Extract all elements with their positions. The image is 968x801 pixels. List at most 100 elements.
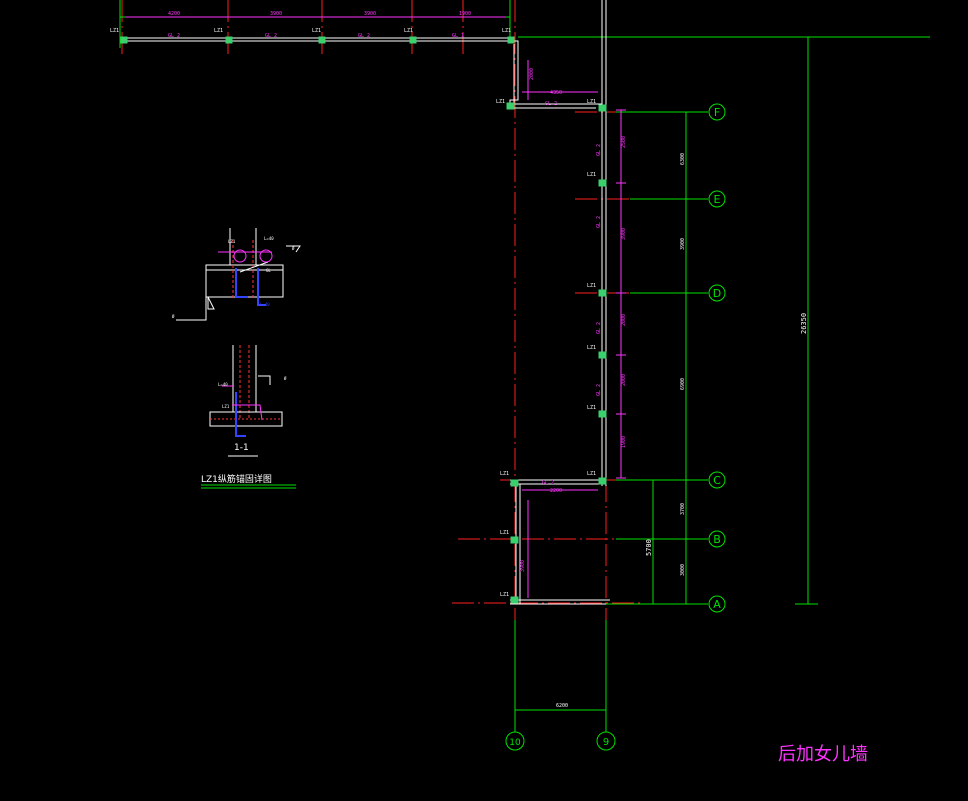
axis-bubble-d bbox=[708, 284, 726, 302]
svg-text:GL: GL bbox=[266, 268, 271, 273]
column-lz1 bbox=[598, 179, 607, 187]
column-lz1 bbox=[506, 102, 515, 110]
svg-text:3900: 3900 bbox=[621, 228, 627, 240]
wall-outlines bbox=[122, 0, 610, 605]
column-lz1 bbox=[598, 289, 607, 297]
section-mark: 1-1 bbox=[234, 443, 249, 453]
svg-text:10: 10 bbox=[509, 738, 521, 748]
svg-text:LZ1: LZ1 bbox=[214, 28, 223, 34]
axis-lines bbox=[121, 0, 640, 700]
svg-text:L=40: L=40 bbox=[218, 382, 228, 387]
svg-text:GL 2: GL 2 bbox=[265, 33, 277, 39]
detail-title: LZ1纵筋锚固详图 bbox=[201, 473, 272, 485]
svg-text:2000: 2000 bbox=[529, 68, 535, 80]
svg-text:1900: 1900 bbox=[621, 436, 627, 448]
svg-text:LZ1: LZ1 bbox=[312, 28, 321, 34]
axis-bubble-f bbox=[708, 103, 726, 121]
column-lz1 bbox=[409, 36, 417, 44]
svg-text:GL 2: GL 2 bbox=[596, 216, 602, 228]
svg-text:4200: 4200 bbox=[168, 11, 180, 17]
grid-dim-texts: 6300 3900 6900 3700 3000 6200 bbox=[556, 153, 686, 709]
svg-text:LZ1: LZ1 bbox=[587, 471, 596, 477]
svg-text:GL 1: GL 1 bbox=[452, 33, 464, 39]
svg-text:LZ1: LZ1 bbox=[587, 405, 596, 411]
svg-text:Ø: Ø bbox=[284, 376, 287, 381]
svg-text:GL 2: GL 2 bbox=[596, 384, 602, 396]
svg-text:L=40: L=40 bbox=[264, 236, 274, 241]
column-lz1 bbox=[510, 479, 519, 487]
column-lz1 bbox=[598, 351, 607, 359]
svg-text:3900: 3900 bbox=[520, 560, 526, 572]
column-lz1 bbox=[225, 36, 233, 44]
svg-text:GL 2: GL 2 bbox=[596, 144, 602, 156]
svg-text:6200: 6200 bbox=[556, 703, 568, 709]
svg-text:2500: 2500 bbox=[621, 136, 627, 148]
svg-text:2000: 2000 bbox=[621, 374, 627, 386]
svg-text:3700: 3700 bbox=[680, 503, 686, 515]
svg-text:9: 9 bbox=[603, 737, 609, 748]
axis-bubble-labels: F E D C B A 10 9 bbox=[509, 106, 721, 748]
svg-text:GL 2: GL 2 bbox=[545, 101, 557, 107]
svg-text:C: C bbox=[713, 474, 721, 487]
axis-bubble-10 bbox=[505, 731, 525, 751]
svg-text:4350: 4350 bbox=[550, 90, 562, 96]
detail-section bbox=[209, 345, 283, 457]
column-lz1 bbox=[507, 36, 515, 44]
svg-text:1900: 1900 bbox=[459, 11, 471, 17]
svg-text:6300: 6300 bbox=[680, 153, 686, 165]
svg-text:LZ1: LZ1 bbox=[587, 283, 596, 289]
svg-text:Ø: Ø bbox=[292, 246, 295, 251]
detail-elevation-texts: LZ1 L=40 GL Ø Ø L=40 bbox=[172, 236, 295, 319]
column-tags: LZ1 LZ1 LZ1 LZ1 LZ1 LZ1 LZ1 LZ1 LZ1 LZ1 … bbox=[110, 28, 596, 598]
svg-text:GL 2: GL 2 bbox=[542, 480, 554, 486]
column-lz1 bbox=[120, 36, 128, 44]
svg-text:2000: 2000 bbox=[621, 314, 627, 326]
column-lz1 bbox=[318, 36, 326, 44]
dimension-marks bbox=[125, 16, 626, 598]
svg-text:LZ1: LZ1 bbox=[587, 99, 596, 105]
svg-text:LZ1: LZ1 bbox=[500, 592, 509, 598]
dimension-texts: 4200 3900 3900 1900 GL 2 GL 2 GL 2 GL 1 … bbox=[168, 11, 627, 572]
svg-text:LZ1: LZ1 bbox=[500, 471, 509, 477]
column-lz1 bbox=[598, 410, 607, 418]
svg-text:6900: 6900 bbox=[680, 378, 686, 390]
grid-lines bbox=[119, 0, 930, 732]
svg-text:3900: 3900 bbox=[270, 11, 282, 17]
detail-section-texts: L=40 Ø LZ1 bbox=[218, 376, 287, 409]
axis-bubble-b bbox=[708, 530, 726, 548]
total-height-dimension: 26350 bbox=[800, 313, 808, 334]
svg-text:L=40: L=40 bbox=[260, 302, 270, 307]
svg-text:LZ1: LZ1 bbox=[500, 530, 509, 536]
drawing-title: 后加女儿墙 bbox=[778, 744, 868, 765]
svg-text:D: D bbox=[713, 287, 721, 300]
svg-text:LZ1: LZ1 bbox=[502, 28, 511, 34]
svg-text:F: F bbox=[714, 106, 720, 119]
axis-bubbles bbox=[505, 103, 726, 751]
svg-text:3900: 3900 bbox=[364, 11, 376, 17]
svg-text:B: B bbox=[713, 533, 721, 546]
axis-bubble-c bbox=[708, 471, 726, 489]
column-markers bbox=[120, 36, 607, 604]
column-lz1 bbox=[510, 536, 519, 544]
svg-text:LZ1: LZ1 bbox=[110, 28, 119, 34]
svg-text:Ø: Ø bbox=[172, 314, 175, 319]
svg-text:LZ1: LZ1 bbox=[587, 345, 596, 351]
svg-text:3000: 3000 bbox=[680, 564, 686, 576]
svg-text:2200: 2200 bbox=[550, 488, 562, 494]
column-lz1 bbox=[598, 477, 607, 485]
column-lz1 bbox=[598, 104, 607, 112]
svg-text:GL 2: GL 2 bbox=[596, 322, 602, 334]
svg-text:LZ1: LZ1 bbox=[496, 99, 505, 105]
span-ac-dimension: 5700 bbox=[645, 539, 653, 556]
svg-text:LZ1: LZ1 bbox=[404, 28, 413, 34]
svg-text:GL 2: GL 2 bbox=[358, 33, 370, 39]
svg-text:GL 2: GL 2 bbox=[168, 33, 180, 39]
detail-elevation bbox=[176, 228, 301, 321]
column-lz1 bbox=[510, 596, 519, 604]
svg-text:LZ1: LZ1 bbox=[228, 239, 236, 244]
axis-bubble-9 bbox=[596, 731, 616, 751]
svg-text:E: E bbox=[714, 193, 721, 206]
axis-bubble-a bbox=[708, 595, 726, 613]
svg-text:LZ1: LZ1 bbox=[222, 404, 230, 409]
